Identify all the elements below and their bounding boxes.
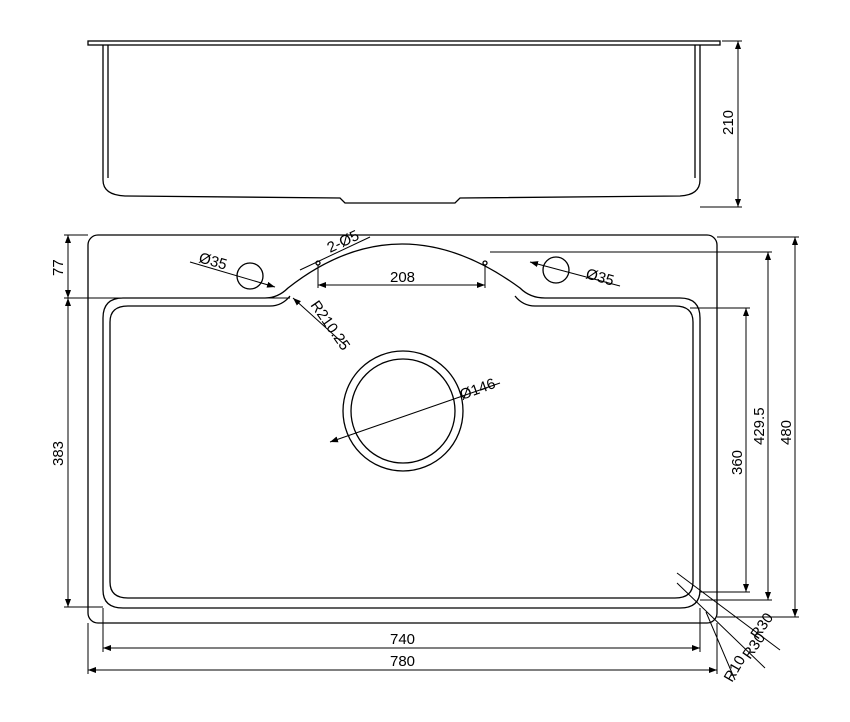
plan-view: 77 383 360 429.5 480 740 780 Ø35 Ø35 2-Ø… bbox=[50, 227, 799, 685]
side-view: 210 bbox=[87, 40, 742, 208]
dim-arc-radius: R210.25 bbox=[307, 298, 353, 354]
dim-429-5: 429.5 bbox=[751, 407, 768, 445]
tap-hole-left bbox=[236, 262, 264, 290]
drain-inner bbox=[350, 358, 456, 464]
dim-383: 383 bbox=[50, 441, 67, 466]
dim-780: 780 bbox=[390, 653, 415, 670]
dim-small-holes: 2-Ø5 bbox=[325, 227, 362, 257]
drain-outer bbox=[342, 350, 464, 472]
dim-480: 480 bbox=[778, 420, 795, 445]
dim-77: 77 bbox=[50, 259, 67, 276]
dim-tap-left: Ø35 bbox=[197, 250, 229, 274]
dim-tap-right: Ø35 bbox=[584, 266, 616, 290]
dim-210: 210 bbox=[720, 110, 737, 135]
dim-360: 360 bbox=[729, 450, 746, 475]
tap-hole-right bbox=[542, 256, 570, 284]
dim-208: 208 bbox=[390, 269, 415, 286]
dim-740: 740 bbox=[390, 631, 415, 648]
dim-drain: Ø146 bbox=[458, 375, 498, 404]
